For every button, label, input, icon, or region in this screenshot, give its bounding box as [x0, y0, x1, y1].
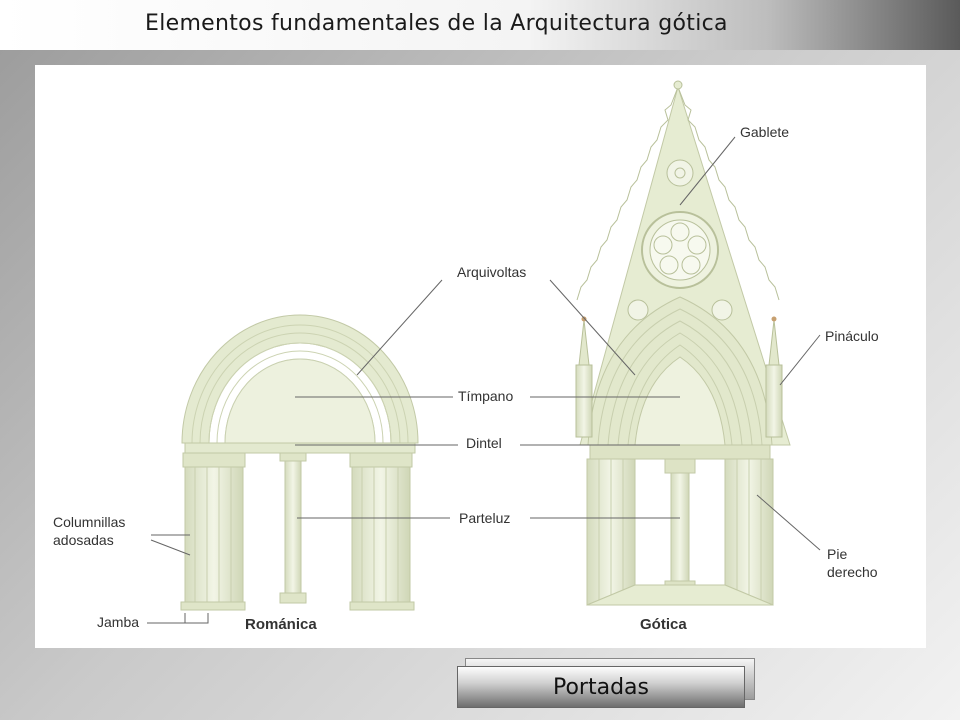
- label-parteluz: Parteluz: [459, 510, 510, 526]
- small-rose-window: [666, 159, 694, 187]
- label-columnillas-1: Columnillas: [53, 514, 125, 530]
- leader-lines: [147, 136, 821, 624]
- label-pie-2: derecho: [827, 564, 878, 580]
- gothic-tympanum: [634, 356, 726, 446]
- diagram-panel: Gablete Arquivoltas Pináculo Tímpano Din…: [35, 65, 926, 648]
- gothic-trumeau: [670, 472, 690, 586]
- label-timpano: Tímpano: [458, 388, 513, 404]
- label-gablete: Gablete: [740, 124, 789, 140]
- gothic-lintel: [589, 444, 771, 460]
- label-arquivoltas: Arquivoltas: [457, 264, 526, 280]
- left-pinnacle: [575, 316, 593, 438]
- portadas-button[interactable]: Portadas: [457, 666, 745, 708]
- label-dintel: Dintel: [466, 435, 502, 451]
- romanesque-tympanum: [224, 358, 376, 444]
- romanesque-portal: [180, 314, 419, 611]
- label-romanica: Románica: [245, 616, 317, 633]
- page-title: Elementos fundamentales de la Arquitectu…: [145, 11, 728, 36]
- label-columnillas-2: adosadas: [53, 532, 114, 548]
- title-bar: Elementos fundamentales de la Arquitectu…: [0, 0, 960, 50]
- portal-diagram: Gablete Arquivoltas Pináculo Tímpano Din…: [53, 80, 879, 633]
- label-jamba: Jamba: [97, 614, 139, 630]
- label-pinaculo: Pináculo: [825, 328, 879, 344]
- right-pinnacle: [765, 316, 783, 438]
- gothic-portal: [575, 80, 791, 606]
- label-gotica: Gótica: [640, 616, 687, 633]
- romanesque-trumeau: [284, 456, 302, 598]
- label-pie-1: Pie: [827, 546, 847, 562]
